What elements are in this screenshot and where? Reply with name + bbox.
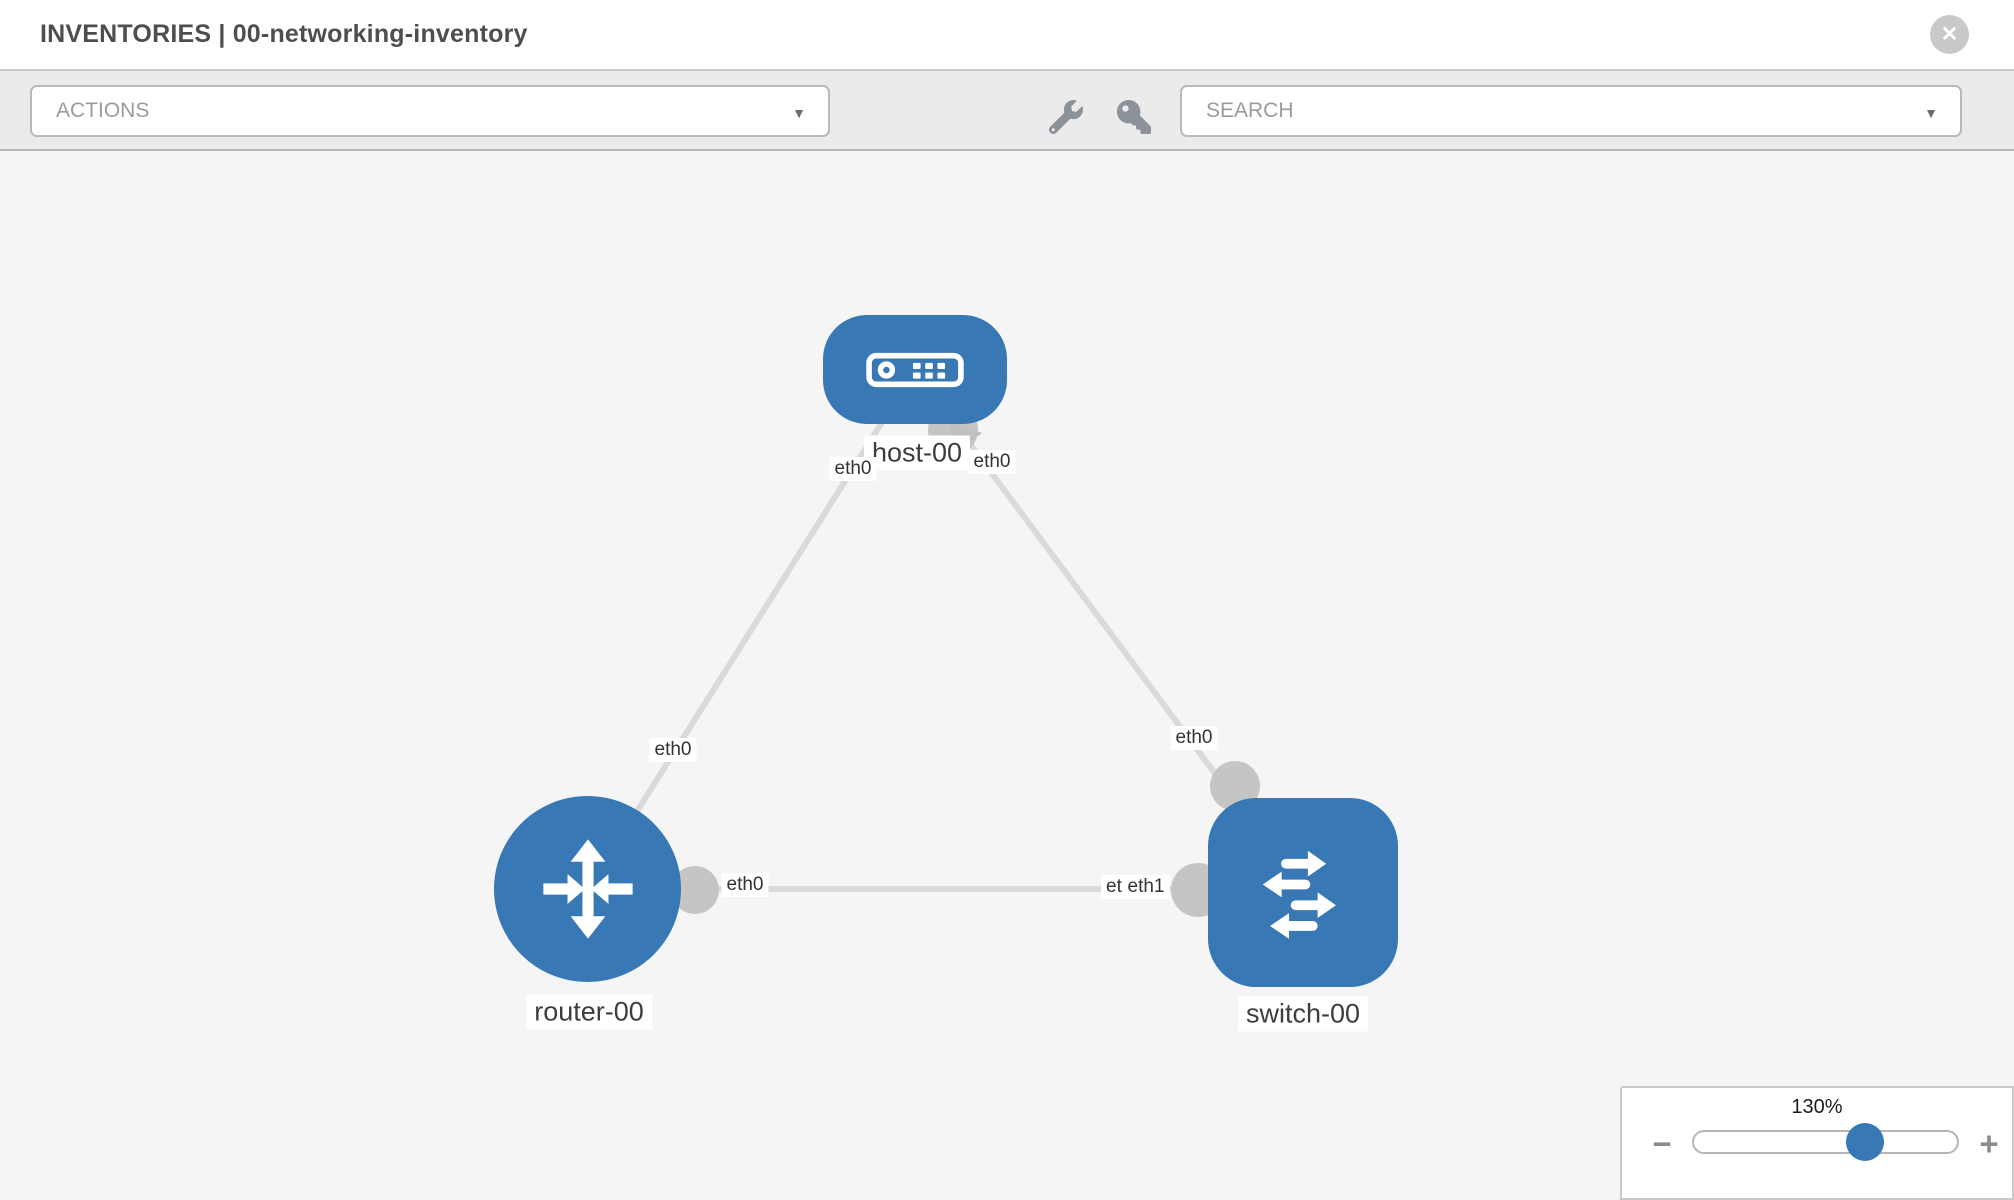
node-label-router-00: router-00 [526, 994, 652, 1030]
node-host-00[interactable] [823, 315, 1007, 424]
topology-links-layer [585, 368, 1306, 917]
toolbar: ACTIONS ▼ SEARCH ▼ [0, 71, 2014, 151]
zoom-slider-track[interactable] [1692, 1123, 1959, 1161]
node-router-00[interactable] [494, 796, 681, 982]
iface-label-switch-top-eth0: eth0 [1170, 726, 1218, 750]
endpoint-dot-router-eth0 [671, 866, 719, 914]
node-label-host-00: host-00 [863, 435, 971, 471]
page-title: INVENTORIES | 00-networking-inventory [40, 20, 528, 48]
close-icon: ✕ [1940, 23, 1959, 46]
server-icon [866, 352, 964, 387]
iface-label-router-link-eth0: eth0 [649, 738, 697, 762]
chevron-down-icon: ▼ [1924, 105, 1938, 121]
header-bar: INVENTORIES | 00-networking-inventory ✕ [0, 0, 2014, 71]
zoom-control-panel: 130% − + [1620, 1086, 2014, 1200]
zoom-slider-knob[interactable] [1845, 1123, 1884, 1161]
key-icon [1117, 100, 1151, 134]
close-button[interactable]: ✕ [1930, 15, 1969, 54]
switch-arrows-icon [1262, 850, 1336, 939]
chevron-down-icon: ▼ [792, 105, 806, 121]
tools-button[interactable] [1047, 98, 1085, 136]
topology-canvas[interactable]: host-00 router-00 switch-00 eth0 eth0 et… [0, 151, 2014, 1200]
node-switch-00[interactable] [1208, 798, 1398, 987]
zoom-percent-value: 130% [1791, 1096, 1843, 1118]
search-dropdown[interactable]: SEARCH ▼ [1180, 85, 1962, 137]
zoom-out-button[interactable]: − [1647, 1124, 1677, 1162]
iface-label-host-eth0-left: eth0 [829, 457, 877, 481]
node-label-switch-00: switch-00 [1237, 996, 1369, 1032]
iface-label-host-eth0-right: eth0 [968, 450, 1016, 474]
actions-dropdown-label: ACTIONS [56, 99, 150, 122]
router-arrows-icon [542, 839, 633, 939]
iface-label-switch-left-eth1: eth1 [1122, 875, 1170, 899]
link-host-router [585, 368, 918, 891]
actions-dropdown[interactable]: ACTIONS ▼ [30, 85, 830, 137]
wrench-icon [1049, 100, 1083, 134]
search-dropdown-label: SEARCH [1206, 99, 1294, 122]
plus-icon: + [1979, 1124, 1999, 1162]
iface-label-router-right-eth0: eth0 [721, 873, 769, 897]
credentials-button[interactable] [1115, 98, 1153, 136]
minus-icon: − [1652, 1124, 1672, 1162]
zoom-in-button[interactable]: + [1974, 1124, 2004, 1162]
